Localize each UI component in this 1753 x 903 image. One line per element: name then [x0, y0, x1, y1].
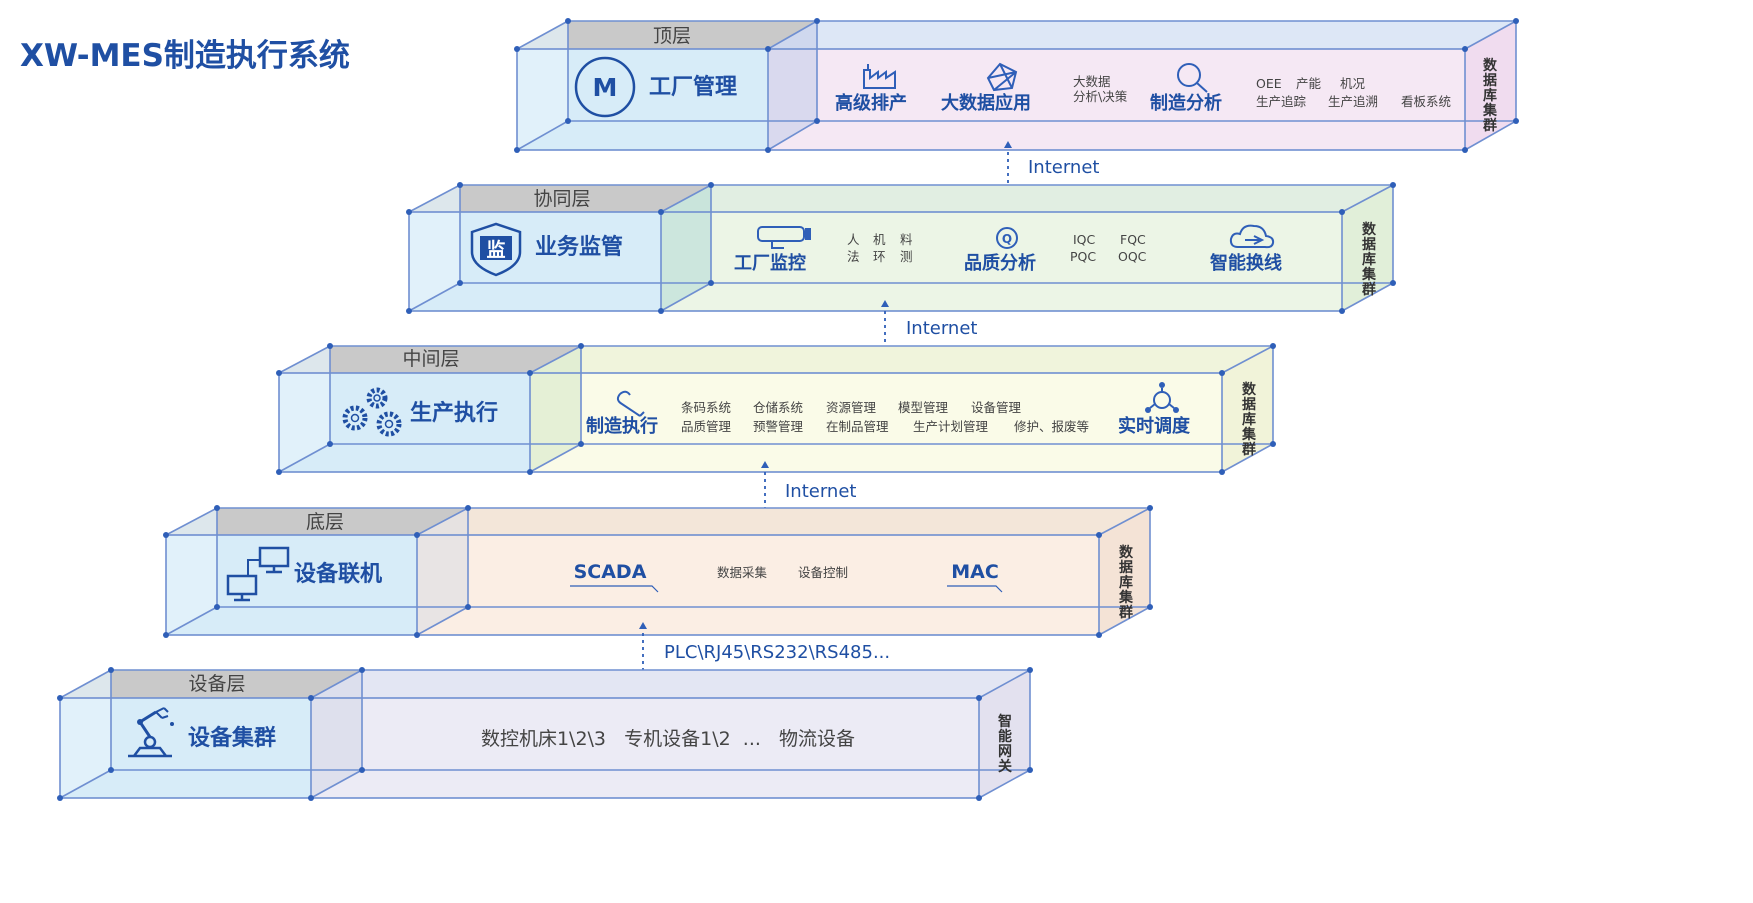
m-badge-icon: M	[574, 56, 636, 118]
device-list: 数控机床1\2\3 专机设备1\2 ... 物流设备	[481, 728, 855, 750]
page-title: XW-MES制造执行系统	[20, 38, 350, 74]
computers-icon	[226, 546, 290, 602]
note-text: 品质管理	[681, 419, 732, 434]
note-text: 数据采集	[717, 565, 768, 580]
note-text: 产能	[1296, 76, 1322, 91]
connector: Internet	[881, 300, 977, 357]
svg-text:监: 监	[486, 238, 505, 261]
note-text: 仓储系统	[753, 400, 803, 415]
svg-text:M: M	[593, 73, 618, 102]
note-text: IQC	[1073, 232, 1096, 247]
layer-tab-label: 协同层	[533, 188, 590, 210]
side-label: 数据库集群	[1118, 544, 1134, 621]
note-text: 看板系统	[1401, 94, 1451, 109]
note-text: 修护、报废等	[1014, 419, 1089, 434]
note-text: 在制品管理	[826, 419, 889, 434]
note-text: 大数据	[1073, 74, 1111, 89]
layer-main-label: 设备集群	[188, 725, 276, 751]
note-text: 条码系统	[681, 400, 731, 415]
side-label: 数据库集群	[1482, 57, 1498, 134]
svg-text:Q: Q	[1002, 232, 1012, 246]
note-text: 资源管理	[826, 400, 877, 415]
note-text: 分析\决策	[1073, 89, 1128, 104]
note-text: 机况	[1340, 76, 1366, 91]
note-text: 设备控制	[798, 565, 848, 580]
camera-icon	[757, 226, 811, 249]
layer-top: 顶层 M 工厂管理 高级排产 大数据应用 大数据 分析\决策 制造分析 OEE …	[514, 18, 1519, 153]
note-text: 机	[873, 232, 886, 247]
note-text: FQC	[1120, 232, 1146, 247]
wrench-icon	[616, 390, 645, 417]
layer-main-label: 生产执行	[410, 400, 498, 426]
connector-label: PLC\RJ45\RS232\RS485...	[664, 642, 890, 663]
note-text: 测	[900, 249, 913, 264]
layer-device: 设备层 设备集群 数控机床1\2\3 专机设备1\2 ... 物流设备 智能网关	[57, 667, 1033, 801]
side-label: 数据库集群	[1241, 381, 1257, 458]
layer-main-label: 业务监管	[535, 234, 623, 260]
cloud-icon	[1229, 224, 1275, 249]
connector-label: Internet	[1028, 157, 1099, 178]
mac-label: MAC	[951, 561, 999, 583]
note-text: 设备管理	[971, 400, 1022, 415]
note-text: 生产计划管理	[913, 419, 989, 434]
underline-mark	[570, 585, 659, 593]
quality-icon: Q	[996, 227, 1018, 249]
note-text: 法	[847, 249, 860, 264]
connector: Internet	[1004, 141, 1099, 194]
layer-main-label: 设备联机	[294, 561, 382, 587]
underline-mark	[947, 585, 1003, 593]
feature-label: 制造执行	[586, 415, 658, 437]
layer-bottom: 底层 设备联机 SCADA 数据采集 设备控制 MAC 数据库集群	[163, 505, 1153, 638]
feature-label: 实时调度	[1118, 415, 1191, 437]
note-text: 生产追踪	[1256, 94, 1307, 109]
note-text: 生产追溯	[1328, 94, 1378, 109]
shield-icon: 监	[470, 222, 522, 277]
feature-label: 智能换线	[1210, 252, 1282, 274]
note-text: 料	[900, 232, 913, 247]
network-icon	[986, 62, 1018, 92]
side-label: 数据库集群	[1361, 221, 1377, 298]
note-text: 预警管理	[753, 419, 804, 434]
robot-arm-icon	[128, 707, 174, 758]
feature-label: 大数据应用	[941, 92, 1031, 114]
scada-label: SCADA	[574, 561, 647, 583]
magnifier-icon	[1177, 63, 1208, 93]
feature-label: 工厂监控	[734, 252, 806, 274]
gears-icon	[342, 387, 402, 437]
layer-cooperation: 协同层 监 业务监管 工厂监控 人 机 料 法 环 测 Q 品质分析 IQC F…	[406, 182, 1396, 314]
side-label: 智能网关	[997, 713, 1012, 775]
connector-label: Internet	[906, 318, 977, 339]
hub-icon	[1145, 382, 1179, 413]
note-text: 环	[873, 249, 886, 264]
layer-tab-label: 设备层	[188, 673, 245, 695]
layer-tab-label: 顶层	[653, 25, 691, 47]
note-text: 模型管理	[898, 400, 949, 415]
note-text: 人	[847, 232, 860, 247]
feature-label: 品质分析	[964, 252, 1036, 274]
factory-icon	[863, 64, 896, 89]
layer-tab-label: 底层	[306, 511, 344, 533]
feature-label: 高级排产	[835, 92, 907, 114]
note-text: OQC	[1118, 249, 1147, 264]
note-text: OEE	[1256, 76, 1282, 91]
connector-label: Internet	[785, 481, 856, 502]
layer-main-label: 工厂管理	[649, 74, 737, 100]
layer-tab-label: 中间层	[402, 348, 459, 370]
note-text: PQC	[1070, 249, 1096, 264]
feature-label: 制造分析	[1150, 92, 1222, 114]
layer-middle: 中间层 生产执行 制造执行 条码系统 仓储系统 资源管理 模型管理 设备管理 品…	[276, 343, 1276, 475]
